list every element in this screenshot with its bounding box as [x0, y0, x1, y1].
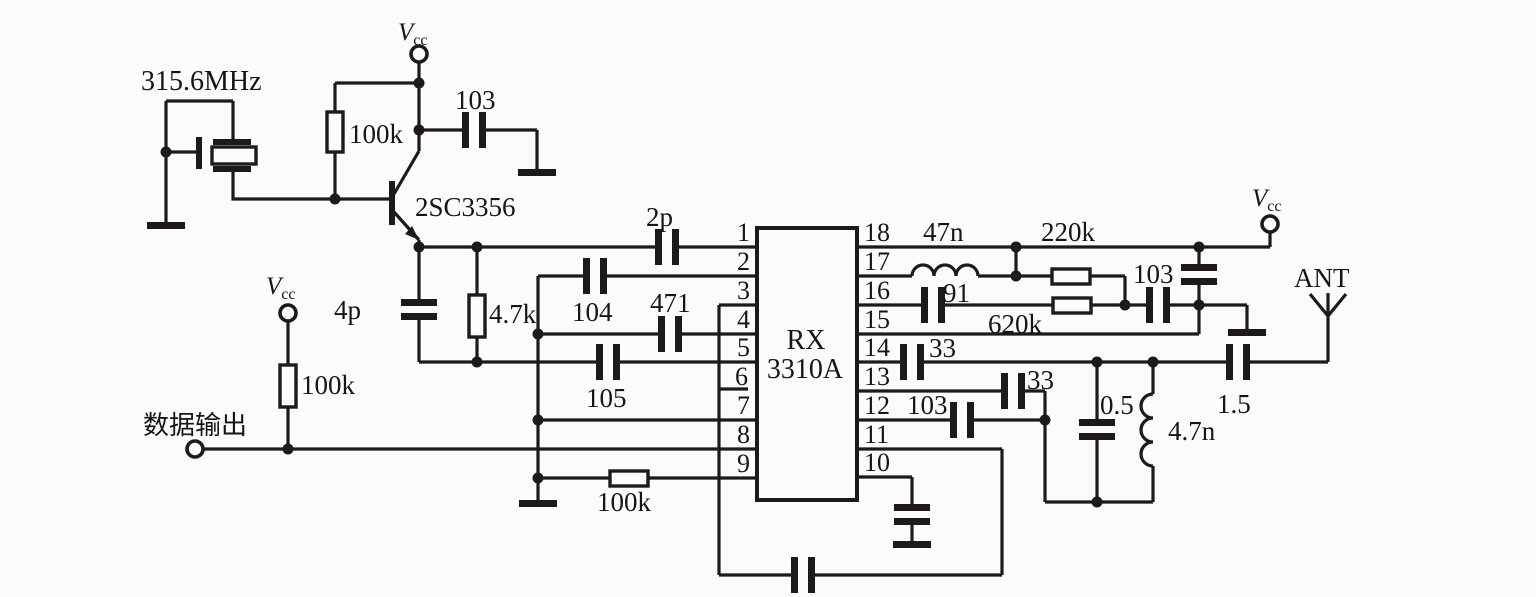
inductor-47n: [910, 263, 980, 277]
label-transistor: 2SC3356: [415, 192, 516, 222]
capacitor-33-pin13: [1001, 373, 1025, 409]
capacitor-471: [658, 316, 682, 352]
label-capacitor-91: 91: [943, 278, 970, 308]
label-vcc-output: Vcc: [266, 273, 295, 303]
label-capacitor-103-osc: 103: [455, 85, 496, 115]
capacitor-1p5: [1226, 344, 1250, 380]
svg-text:11: 11: [864, 420, 889, 449]
label-vcc-rf: Vcc: [1252, 185, 1281, 215]
transistor-2sc3356: [389, 181, 419, 240]
label-crystal-freq: 315.6MHz: [141, 66, 262, 97]
label-capacitor-33-pin13: 33: [1027, 365, 1054, 395]
label-capacitor-471: 471: [650, 288, 691, 318]
capacitor-pin3-pin11: [791, 557, 815, 593]
label-resistor-4k7: 4.7k: [489, 299, 537, 329]
svg-text:15: 15: [864, 305, 890, 334]
label-capacitor-103-pin12: 103: [907, 390, 948, 420]
svg-text:9: 9: [737, 449, 750, 478]
resistor-220k: [1050, 267, 1092, 286]
inductor-4p7n: [1139, 392, 1154, 468]
svg-text:1: 1: [737, 218, 750, 247]
crystal-resonator: [196, 137, 258, 172]
label-vcc-osc: Vcc: [398, 19, 427, 49]
capacitor-pin10: [894, 504, 930, 525]
svg-text:18: 18: [864, 218, 890, 247]
svg-text:6: 6: [735, 362, 748, 391]
svg-text:7: 7: [737, 391, 750, 420]
svg-text:14: 14: [864, 333, 890, 362]
capacitor-104: [583, 258, 607, 294]
capacitor-103-pin12: [950, 402, 974, 438]
data-output-terminal: [185, 439, 205, 459]
resistor-100k-pin9: [608, 469, 650, 488]
label-capacitor-2p: 2p: [646, 202, 673, 232]
junction-dots: [160, 77, 1205, 508]
label-capacitor-4p: 4p: [334, 295, 361, 325]
svg-text:5: 5: [737, 333, 750, 362]
label-inductor-47n: 47n: [923, 217, 964, 247]
capacitor-0p5: [1079, 419, 1115, 440]
label-resistor-220k: 220k: [1041, 217, 1096, 247]
label-resistor-100k-bias: 100k: [349, 119, 404, 149]
resistor-4k7: [467, 293, 487, 339]
vcc-terminal-output: [278, 303, 298, 323]
svg-text:16: 16: [864, 276, 890, 305]
label-resistor-100k-pullup: 100k: [301, 370, 356, 400]
label-capacitor-1p5: 1.5: [1217, 389, 1251, 419]
ic-name-line2: 3310A: [767, 354, 844, 385]
antenna-symbol: [1308, 292, 1348, 362]
capacitor-4p: [401, 299, 437, 320]
label-antenna: ANT: [1294, 263, 1350, 293]
vcc-terminal-osc: [409, 44, 429, 64]
svg-text:17: 17: [864, 247, 890, 276]
resistor-620k: [1051, 296, 1093, 315]
ic-pin-labels-left: 1 2 3 4 5 6 7 8 9: [735, 218, 750, 478]
svg-text:12: 12: [864, 391, 890, 420]
svg-text:2: 2: [737, 247, 750, 276]
label-resistor-620k: 620k: [988, 309, 1043, 339]
capacitor-103-osc: [462, 112, 486, 148]
capacitor-2p: [655, 229, 679, 265]
capacitor-vcc-bypass: [1181, 264, 1217, 285]
label-capacitor-103-if: 103: [1133, 259, 1174, 289]
ic-pin-labels-right: 18 17 16 15 14 13 12 11 10: [864, 218, 890, 477]
svg-text:13: 13: [864, 362, 890, 391]
ic-name-line1: RX: [787, 325, 826, 356]
label-inductor-4p7n: 4.7n: [1168, 416, 1216, 446]
svg-text:8: 8: [737, 420, 750, 449]
ic-rx3310a: RX 3310A: [755, 226, 859, 502]
capacitor-91: [921, 287, 945, 323]
label-capacitor-105: 105: [586, 383, 627, 413]
resistor-100k-pullup: [278, 363, 298, 409]
ground-symbols: [147, 169, 1266, 548]
label-capacitor-0p5: 0.5: [1100, 390, 1134, 420]
resistor-100k-bias: [325, 110, 345, 154]
svg-text:10: 10: [864, 448, 890, 477]
capacitor-105: [596, 344, 620, 380]
label-capacitor-104: 104: [572, 297, 613, 327]
vcc-terminal-rf: [1260, 214, 1280, 234]
label-resistor-100k-pin9: 100k: [597, 487, 652, 517]
capacitor-33-pin14: [900, 344, 924, 380]
svg-text:3: 3: [737, 276, 750, 305]
wiring: [164, 62, 1328, 577]
capacitor-103-if: [1146, 287, 1170, 323]
label-data-output: 数据输出: [143, 411, 247, 440]
svg-text:4: 4: [737, 305, 750, 334]
label-capacitor-33-pin14: 33: [929, 333, 956, 363]
